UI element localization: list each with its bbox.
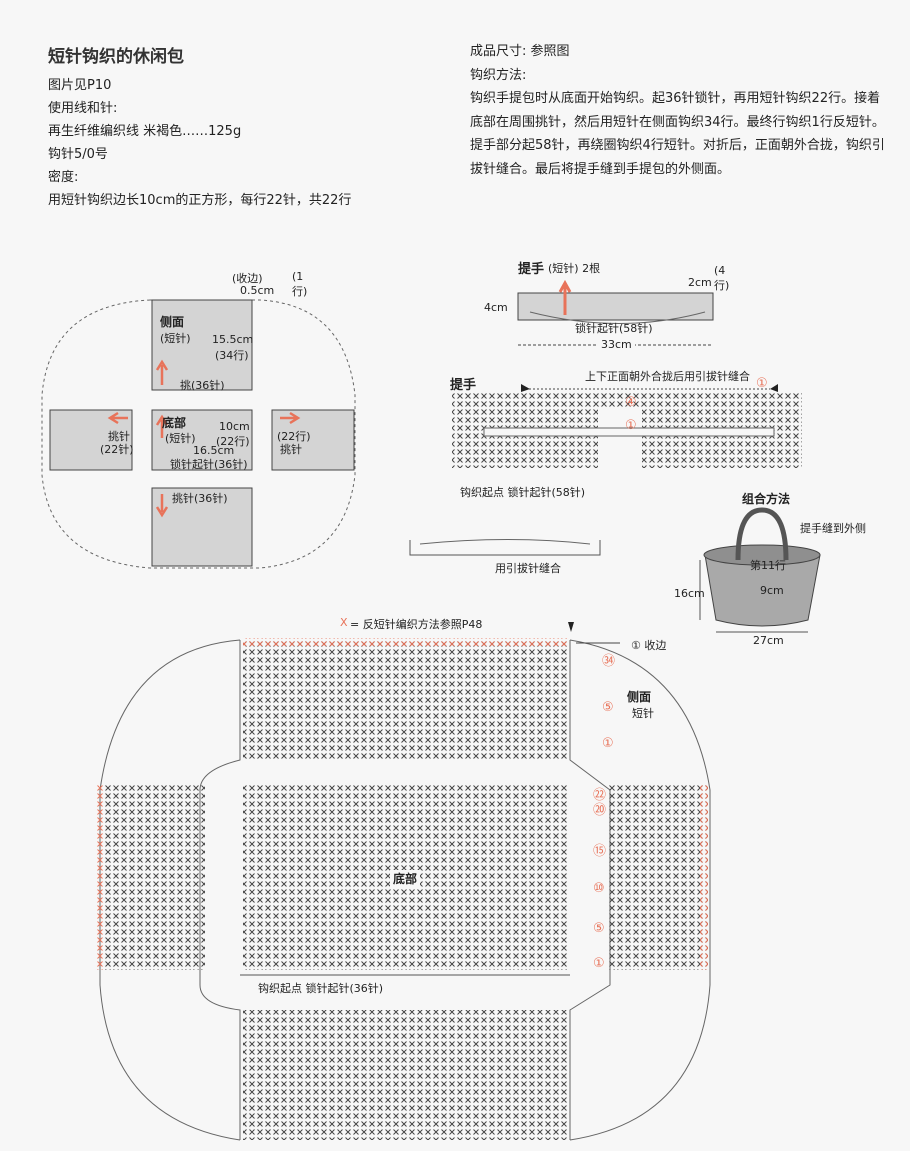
row-20: ⑳ bbox=[593, 803, 607, 818]
side-size: 15.5cm bbox=[212, 333, 254, 346]
assembly-depth: 9cm bbox=[760, 584, 784, 597]
yarn-spec: 再生纤维编织线 米褐色……125g bbox=[48, 124, 242, 139]
photo-ref: 图片见P10 bbox=[48, 78, 112, 93]
handle-title: 提手 bbox=[518, 262, 545, 277]
method-block: 成品尺寸: 参照图 钩织方法: 钩织手提包时从底面开始钩织。起36针锁针，再用短… bbox=[470, 40, 890, 181]
handle-row-1-top: ① bbox=[756, 376, 768, 391]
handle-row-4: ④ bbox=[625, 395, 637, 410]
handle-fold: 2cm bbox=[688, 276, 712, 289]
method-text: 钩织手提包时从底面开始钩织。起36针锁针，再用短针钩织22行。接着底部在周围挑针… bbox=[470, 91, 885, 177]
size-line: 成品尺寸: 参照图 bbox=[470, 44, 570, 59]
pickup-bottom: 挑针(36针) bbox=[172, 492, 228, 505]
bind-off-label: (收边) bbox=[232, 272, 263, 285]
handle-chart-note: 上下正面朝外合拢后用引拔针缝合 bbox=[585, 370, 750, 383]
assembly-height: 16cm bbox=[674, 587, 705, 600]
row-15: ⑮ bbox=[593, 844, 607, 859]
handle-schematic bbox=[517, 279, 714, 346]
row-22: ㉒ bbox=[593, 788, 607, 803]
base-sub: (短针) bbox=[165, 432, 196, 445]
side-rows: (34行) bbox=[215, 349, 249, 362]
seam-label: 用引拔针缝合 bbox=[495, 562, 561, 575]
page-title: 短针钩织的休闲包 bbox=[48, 47, 184, 67]
base-label: 底部 bbox=[162, 416, 187, 430]
main-base-label: 底部 bbox=[390, 870, 421, 887]
seam-diagram bbox=[409, 539, 601, 556]
base-chain: 锁针起针(36针) bbox=[170, 458, 248, 471]
bind-off-size: 0.5cm bbox=[240, 284, 275, 297]
handle-rows: (4行) bbox=[714, 264, 730, 292]
pickup-right-count: 挑针 bbox=[280, 443, 302, 456]
handle-chart-title: 提手 bbox=[450, 378, 477, 393]
side-sub: (短针) bbox=[160, 332, 191, 345]
handle-chart bbox=[452, 384, 802, 468]
bag-schematic bbox=[41, 299, 356, 569]
row-10: ⑩ bbox=[593, 881, 605, 896]
handle-chain: 锁针起针(58针) bbox=[575, 322, 653, 335]
handle-row-1: ① bbox=[625, 418, 637, 433]
legend-symbol: X bbox=[340, 616, 348, 629]
row-1-base: ① bbox=[593, 956, 605, 971]
main-chart bbox=[95, 622, 711, 1141]
base-size: 10cm bbox=[219, 420, 250, 433]
one-row-label: (1行) bbox=[292, 270, 308, 298]
handle-start: 钩织起点 锁针起针(58针) bbox=[460, 486, 586, 499]
assembly-attach: 提手缝到外侧 bbox=[800, 522, 866, 535]
pickup-right: (22行) bbox=[277, 430, 311, 443]
handle-length: 33cm bbox=[598, 338, 635, 351]
side-label: 侧面 bbox=[160, 315, 185, 329]
base-rows: (22行) bbox=[216, 435, 250, 448]
hook-spec: 钩针5/0号 bbox=[48, 147, 108, 162]
row-bind-off: ① 收边 bbox=[631, 639, 667, 652]
assembly-title: 组合方法 bbox=[742, 492, 791, 506]
handle-height: 4cm bbox=[484, 301, 508, 314]
pickup-left: 挑针 bbox=[108, 430, 130, 443]
row-34: ㉞ bbox=[602, 654, 616, 669]
legend-text: = 反短针编织方法参照P48 bbox=[350, 618, 483, 631]
row-5-base: ⑤ bbox=[593, 921, 605, 936]
materials-heading: 使用线和针: bbox=[48, 101, 118, 116]
main-start: 钩织起点 锁针起针(36针) bbox=[255, 980, 387, 996]
method-heading: 钩织方法: bbox=[470, 67, 527, 83]
gauge-spec: 用短针钩织边长10cm的正方形，每行22针，共22行 bbox=[48, 193, 352, 208]
main-side-sub: 短针 bbox=[632, 707, 654, 720]
main-side-label: 侧面 bbox=[627, 690, 652, 704]
assembly-row11: 第11行 bbox=[750, 559, 786, 572]
assembly-bag bbox=[699, 507, 821, 633]
assembly-width: 27cm bbox=[753, 634, 784, 647]
gauge-heading: 密度: bbox=[48, 170, 79, 185]
row-1-side: ① bbox=[602, 736, 614, 751]
pickup-top: 挑(36针) bbox=[180, 379, 225, 392]
materials-block: 图片见P10 使用线和针: 再生纤维编织线 米褐色……125g 钩针5/0号 密… bbox=[48, 74, 351, 212]
handle-title-sub: (短针) 2根 bbox=[548, 262, 601, 275]
base-width: 16.5cm bbox=[193, 444, 235, 457]
row-5-side: ⑤ bbox=[602, 700, 614, 715]
pickup-left-count: (22针) bbox=[100, 443, 134, 456]
